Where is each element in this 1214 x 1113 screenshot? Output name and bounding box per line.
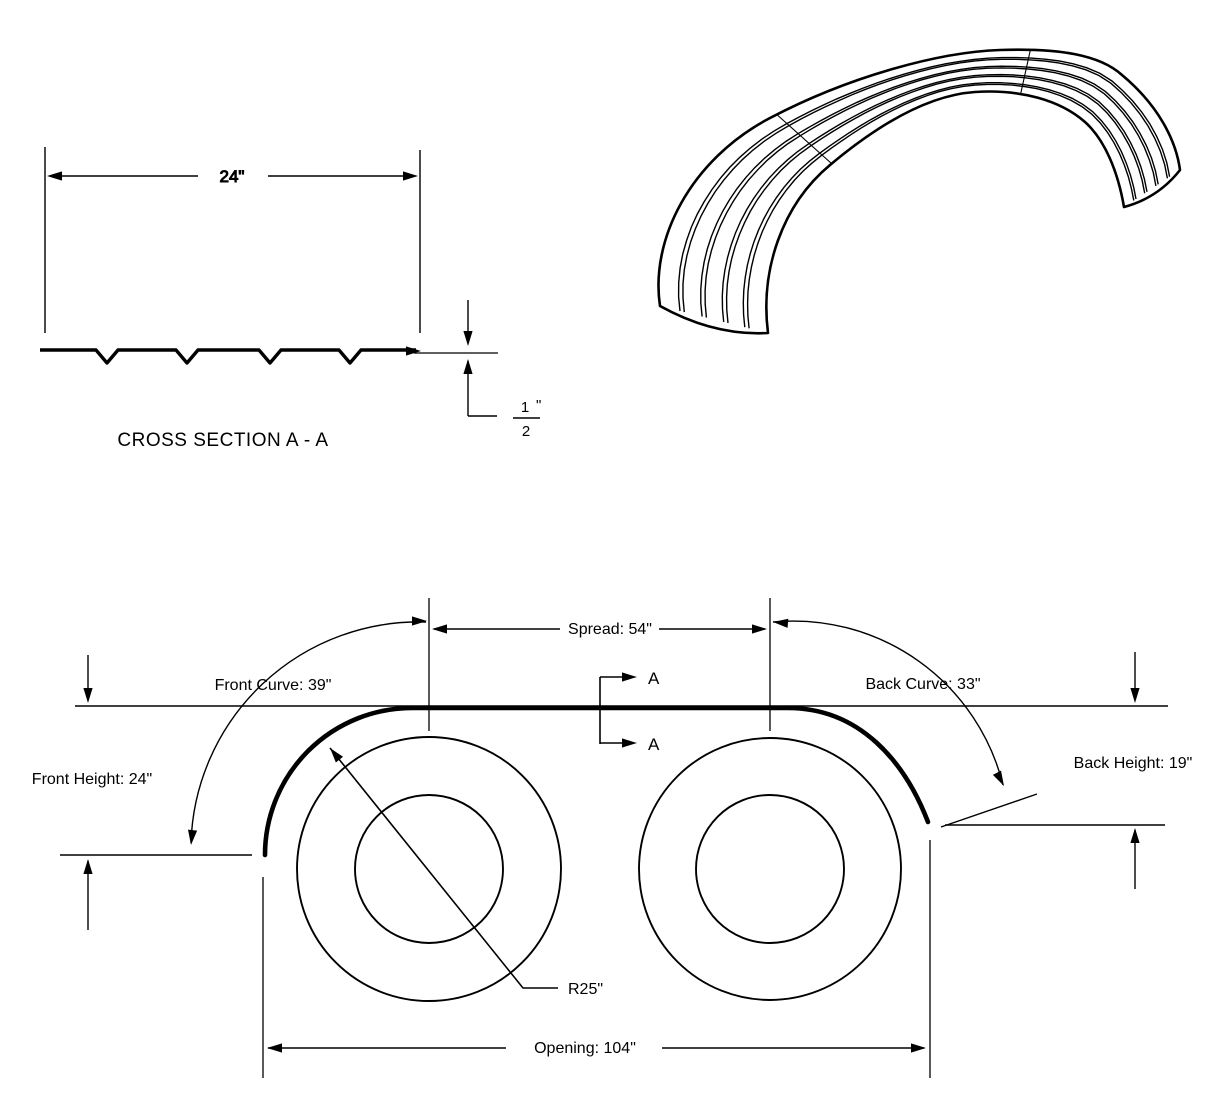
- back-curve-label: Back Curve: 33": [865, 676, 980, 693]
- arrowhead-icon: [1130, 688, 1140, 703]
- section-marker-top: A: [648, 669, 660, 688]
- arrowhead-icon: [47, 171, 62, 181]
- back-end-angled-extension-line: [940, 793, 1038, 828]
- arrowhead-icon: [83, 859, 93, 874]
- fender-3d-rib-line: [725, 75, 1146, 324]
- fender-3d-rib-line: [721, 73, 1148, 322]
- cs-width-label: 24": [220, 167, 245, 186]
- fender-3d-rib-line: [677, 56, 1171, 312]
- cs-thickness-fraction: 1 " 2: [521, 397, 542, 440]
- opening-label: Opening: 104": [534, 1040, 636, 1057]
- fender-profile-curve: [262, 705, 931, 858]
- fender-3d-seam-line: [776, 114, 832, 165]
- back-curve-arc-dim-line: [772, 620, 1004, 786]
- fender-3d-rib-line: [742, 81, 1137, 328]
- arrowhead-icon: [752, 624, 767, 634]
- arrowhead-icon: [187, 829, 198, 845]
- profile-view: Spread: 54" Front Curve: 39" Back Curve:…: [32, 598, 1193, 1078]
- cross-section-caption: CROSS SECTION A - A: [117, 430, 328, 451]
- isometric-fender-view: [657, 48, 1182, 335]
- left-tire-inner-circle: [354, 794, 504, 944]
- arrowhead-icon: [83, 688, 93, 703]
- arrowhead-icon: [463, 331, 473, 346]
- arrowhead-icon: [463, 359, 473, 374]
- radius-leader-line: [329, 747, 558, 989]
- back-height-label: Back Height: 19": [1074, 755, 1193, 772]
- arrowhead-icon: [267, 1043, 282, 1053]
- arrowhead-icon: [622, 738, 637, 748]
- cs-corrugated-sheet-line: [40, 348, 416, 365]
- fender-3d-rib-line: [682, 58, 1169, 313]
- fender-3d-seam-line: [1020, 49, 1031, 95]
- right-tire-inner-circle: [695, 794, 845, 944]
- arrowhead-icon: [1130, 828, 1140, 843]
- arrowhead-icon: [330, 748, 344, 763]
- arrowhead-icon: [403, 171, 418, 181]
- radius-label: R25": [568, 981, 603, 998]
- cs-thickness-numerator: 1: [521, 399, 529, 416]
- arrowhead-icon: [911, 1043, 926, 1053]
- fender-3d-ribs: [677, 49, 1171, 329]
- front-height-label: Front Height: 24": [32, 771, 152, 788]
- fender-3d-rib-line: [746, 83, 1135, 329]
- arrowhead-icon: [773, 618, 789, 628]
- arrowhead-icon: [412, 616, 427, 626]
- arrowhead-icon: [406, 346, 421, 356]
- arrowhead-icon: [432, 624, 447, 634]
- cs-thickness-denominator: 2: [522, 423, 530, 440]
- cross-section-view: 24" 1 " 2 CROSS SECTION A - A: [40, 147, 541, 451]
- fender-3d-rib-line: [700, 65, 1159, 317]
- dimension-arrowheads: [47, 171, 1140, 1053]
- spread-label: Spread: 54": [568, 621, 652, 638]
- section-marker-bottom: A: [648, 735, 660, 754]
- cs-thickness-unit-mark: ": [536, 397, 541, 414]
- fender-3d-rib-line: [704, 67, 1157, 318]
- fender-3d-silhouette: [657, 48, 1182, 335]
- front-curve-label: Front Curve: 39": [215, 677, 332, 694]
- arrowhead-icon: [622, 672, 637, 682]
- front-curve-arc-dim-line: [190, 621, 427, 844]
- arrowhead-icon: [992, 770, 1004, 786]
